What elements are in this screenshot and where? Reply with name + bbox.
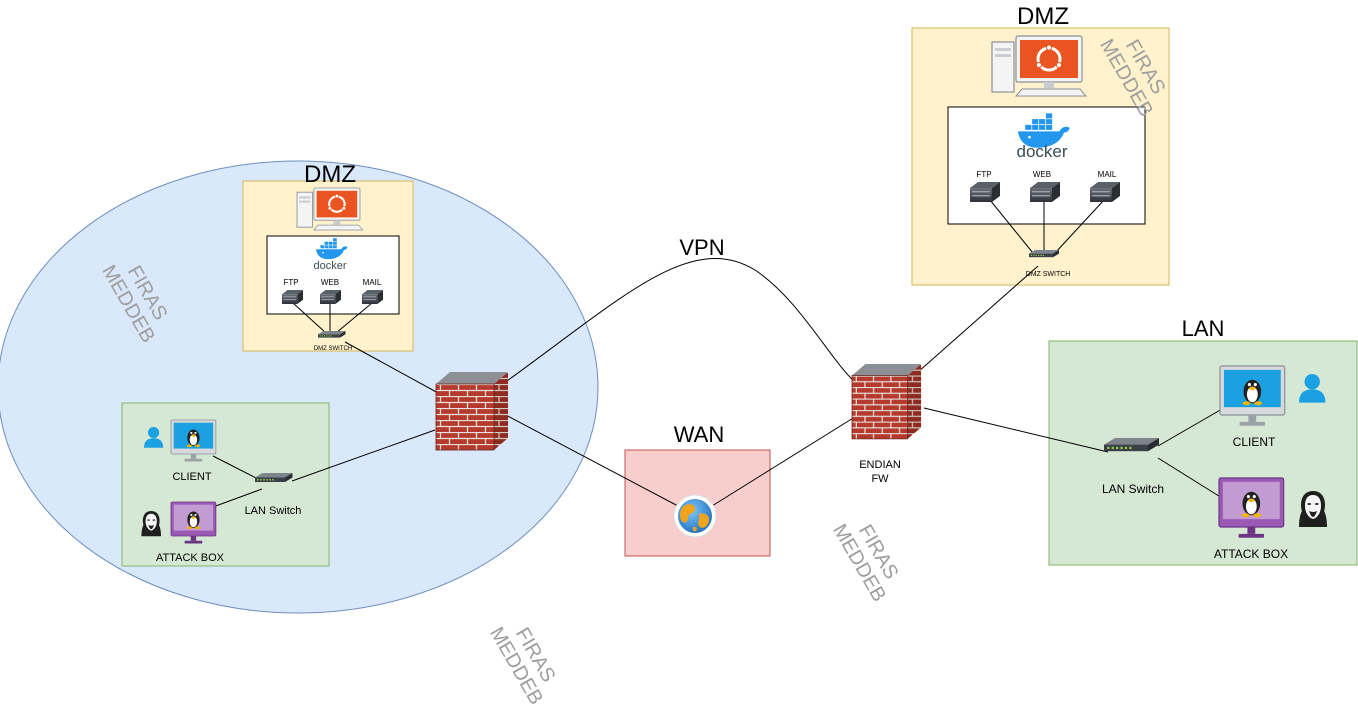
docker-wordmark: docker	[313, 260, 346, 272]
left-dmz-title: DMZ	[304, 161, 356, 188]
switch-icon	[1029, 250, 1059, 258]
dmz-switch-label: DMZ SWITCH	[314, 346, 352, 352]
server-label-web: WEB	[321, 278, 339, 287]
network-links	[212, 199, 1223, 508]
watermark: FIRAS MEDDEB	[828, 520, 902, 605]
watermark: FIRAS MEDDEB	[485, 623, 559, 708]
hacker-icon	[141, 511, 161, 537]
server-icon	[282, 290, 303, 304]
lan-switch-label: LAN Switch	[1102, 482, 1164, 496]
globe-icon	[673, 494, 717, 538]
lan-switch-label: LAN Switch	[245, 505, 302, 517]
server-icon	[362, 290, 383, 304]
firewall-label-line2: FW	[871, 473, 889, 485]
server-label-ftp: FTP	[283, 278, 298, 287]
right-lan-title: LAN	[1182, 316, 1225, 341]
attack-box-label: ATTACK BOX	[156, 552, 225, 564]
server-label-ftp: FTP	[976, 170, 991, 179]
server-label-web: WEB	[1033, 170, 1051, 179]
server-label-mail: MAIL	[363, 278, 382, 287]
firewall-label-line1: ENDIAN	[859, 459, 901, 471]
server-label-mail: MAIL	[1098, 170, 1117, 179]
attack-box-label: ATTACK BOX	[1214, 547, 1288, 561]
vpn-label: VPN	[679, 235, 724, 260]
client-label: CLIENT	[1233, 435, 1276, 449]
firewall-icon	[435, 371, 509, 451]
firewall-icon	[851, 363, 922, 440]
right-dmz-title: DMZ	[1017, 3, 1069, 30]
switch-icon	[255, 473, 293, 482]
client-label: CLIENT	[172, 471, 211, 483]
dmz-switch-label: DMZ SWITCH	[1026, 271, 1071, 278]
server-icon	[320, 290, 341, 304]
server-icon	[1030, 182, 1060, 202]
server-icon	[1090, 182, 1120, 202]
switch-icon	[318, 331, 346, 338]
wan-title: WAN	[674, 422, 725, 447]
hacker-icon	[1299, 491, 1327, 527]
server-icon	[970, 182, 1000, 202]
switch-icon	[1104, 438, 1159, 452]
docker-wordmark: docker	[1016, 142, 1067, 161]
